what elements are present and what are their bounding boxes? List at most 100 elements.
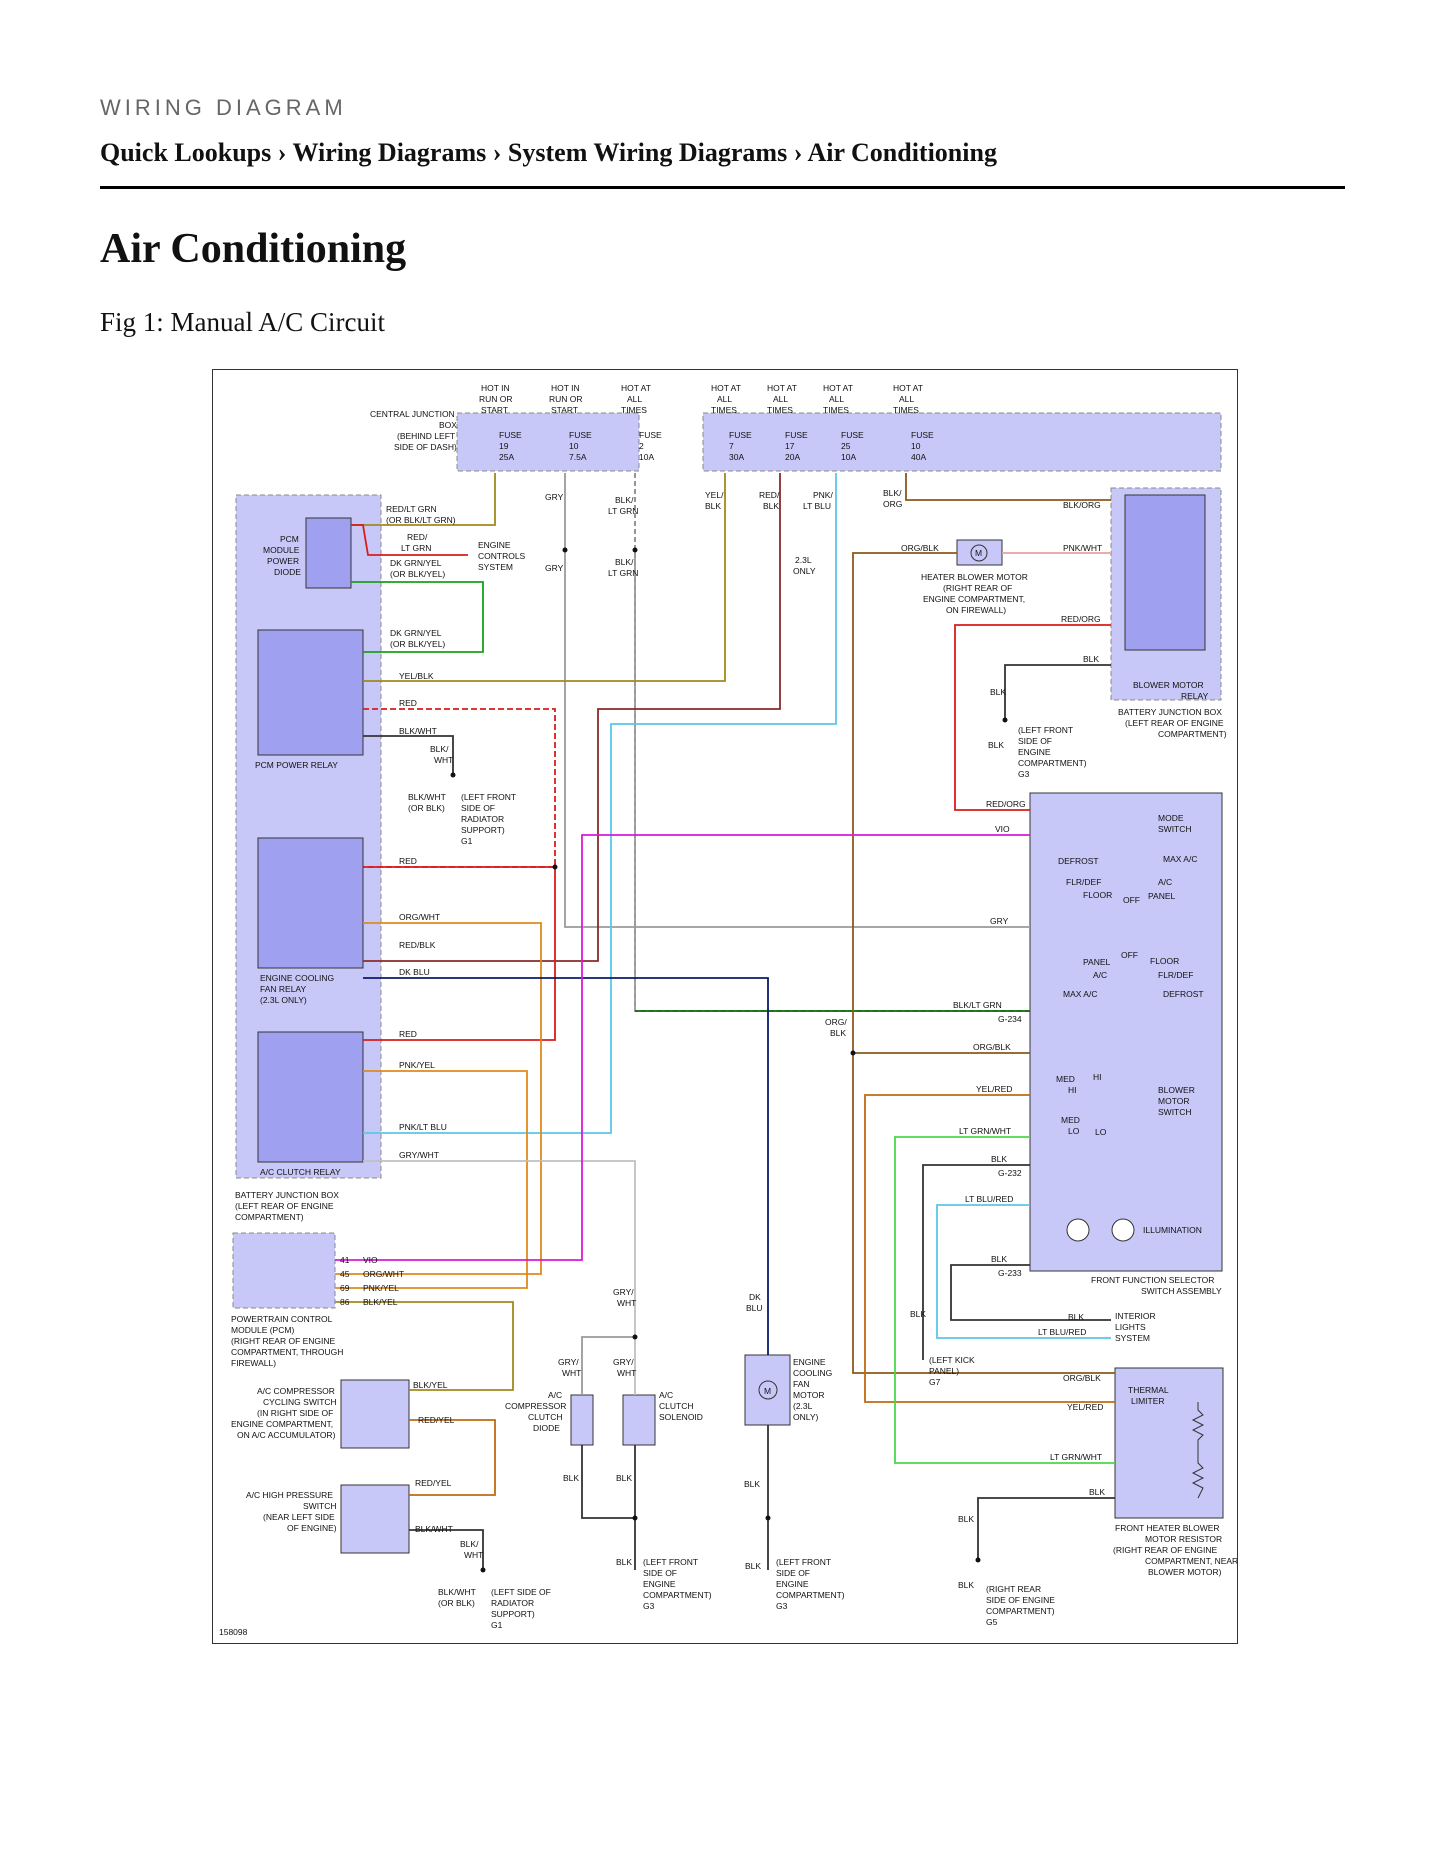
wire-label: (OR BLK/LT GRN) [386,515,456,525]
blower-resistor-label: BLOWER MOTOR) [1148,1567,1222,1577]
wire-red-blk [363,473,781,962]
wire-label: (OR BLK) [438,1598,475,1608]
cjb-label: CENTRAL JUNCTION [370,409,455,419]
wire-gry-wht-clutch [581,1336,635,1395]
ground-id: G1 [461,836,473,846]
page-kicker: WIRING DIAGRAM [100,95,347,120]
wire-blk-illum [950,1264,1111,1321]
wiring-diagram-figure: M M HOT IN RUN OR START FUSE 19 25A HOT … [212,369,1238,1644]
fuse-hot-label: ALL [717,394,732,404]
splice-dot [562,547,568,553]
wire-label: BLK [763,501,779,511]
wire-label: BLK/WHT [399,726,437,736]
ffs-label: SWITCH ASSEMBLY [1141,1286,1222,1296]
wire-blk-org [905,473,1111,501]
pcm-pin: 41 [340,1255,350,1265]
fuse-label: 17 [785,441,795,451]
wire-label: RED/ORG [986,799,1026,809]
blower-resistor-label: COMPARTMENT, NEAR [1145,1556,1237,1566]
wire-blk-relay-ground [1004,664,1111,720]
breadcrumb-system-wiring-diagrams[interactable]: System Wiring Diagrams [507,138,788,167]
motor-symbol: M [764,1386,771,1396]
fuse-label: 25A [499,452,514,462]
wire-gry-fuse10 [564,473,1030,928]
heater-blower-motor-label: ENGINE COMPARTMENT, [923,594,1025,604]
breadcrumb-quick-lookups[interactable]: Quick Lookups [100,138,272,167]
fuse-label: 10 [911,441,921,451]
ac-clutch-diode-box [570,1394,594,1446]
ac-clutch-diode-label: COMPRESSOR [505,1401,566,1411]
bjb-right-label: COMPARTMENT) [1158,729,1227,739]
fuse-label: FUSE [639,430,662,440]
fuse-hot-label: HOT AT [893,383,923,393]
wire-red-org-relay [954,624,1111,811]
pcm-label: COMPARTMENT, THROUGH [231,1347,343,1357]
wire-label: BLK/ [430,744,449,754]
breadcrumb-separator: › [277,138,287,167]
pcm-diode-label: POWER [267,556,299,566]
ground-location: (LEFT FRONT [461,792,516,802]
wire-labels: RED/LT GRN (OR BLK/LT GRN) RED/ LT GRN D… [386,488,1105,1608]
breadcrumb-separator: › [492,138,502,167]
wire-label: BLK/ [883,488,902,498]
wire-label: BLK [1089,1487,1105,1497]
pcm-pin-wire: ORG/WHT [363,1269,404,1279]
fuse-hot-label: TIMES [621,405,647,415]
fuse-label: 40A [911,452,926,462]
blower-position: MED [1056,1074,1075,1084]
wire-label: LT GRN [608,568,638,578]
wire-label: BLK [616,1473,632,1483]
wire-gry-wht [363,1160,636,1395]
wire-blk-yel [335,1301,514,1391]
heater-blower-motor-icon [970,544,988,562]
component-labels: CENTRAL JUNCTION BOX (BEHIND LEFT SIDE O… [231,409,1237,1577]
cooling-fan-motor-label: COOLING [793,1368,832,1378]
fuse-hot-label: HOT AT [711,383,741,393]
wire-label: PNK/YEL [399,1060,435,1070]
wire-label: DK [749,1292,761,1302]
bjb-left-label: COMPARTMENT) [235,1212,304,1222]
fuse-hot-label: HOT AT [621,383,651,393]
front-function-selector-box [1029,792,1223,1272]
ac-clutch-diode-label: CLUTCH [528,1412,562,1422]
ground-location: (LEFT FRONT [1018,725,1073,735]
wire-org-blk-top [852,552,1115,1374]
blower-switch-label: BLOWER [1158,1085,1195,1095]
fuse-label: 10A [841,452,856,462]
wiring-diagram-svg: M M HOT IN RUN OR START FUSE 19 25A HOT … [219,383,1237,1637]
fuse-hot-label: TIMES [767,405,793,415]
thermal-limiter-label: LIMITER [1131,1396,1165,1406]
pcm-power-relay-box [257,629,364,756]
splice-dot [850,1050,856,1056]
blower-motor-relay-box [1124,494,1206,651]
blower-relay-label: RELAY [1181,691,1209,701]
wire-red-dashed [363,708,556,868]
ac-hp-switch-label: OF ENGINE) [287,1523,337,1533]
wire-label: BLK [705,501,721,511]
ground-id: G3 [643,1601,655,1611]
wire-label: 2.3L [795,555,812,565]
figure-caption: Fig 1: Manual A/C Circuit [100,307,386,337]
wire-label: RED/YEL [415,1478,452,1488]
wire-label: LT GRN [401,543,431,553]
fuse-hot-label: HOT AT [767,383,797,393]
wire-label: BLK [744,1479,760,1489]
breadcrumb-air-conditioning[interactable]: Air Conditioning [807,138,997,167]
ac-cycling-switch-label: A/C COMPRESSOR [257,1386,335,1396]
ground-location: PANEL) [929,1366,959,1376]
wire-label: GRY [545,563,564,573]
fuse-label: 20A [785,452,800,462]
fuse-label: FUSE [569,430,592,440]
ground-location: ENGINE [776,1579,809,1589]
fuse-labels: HOT IN RUN OR START FUSE 19 25A HOT IN R… [479,383,934,462]
wire-label: YEL/BLK [399,671,434,681]
wire-label: GRY [990,916,1009,926]
figure-id: 158098 [219,1627,248,1637]
ac-high-pressure-switch-box [340,1484,410,1554]
fuse-hot-label: TIMES [893,405,919,415]
wire-label: RED/LT GRN [386,504,437,514]
wire-label: BLK/ [460,1539,479,1549]
splice-dot [552,864,558,870]
pcm-label: MODULE (PCM) [231,1325,294,1335]
breadcrumb-wiring-diagrams[interactable]: Wiring Diagrams [292,138,487,167]
